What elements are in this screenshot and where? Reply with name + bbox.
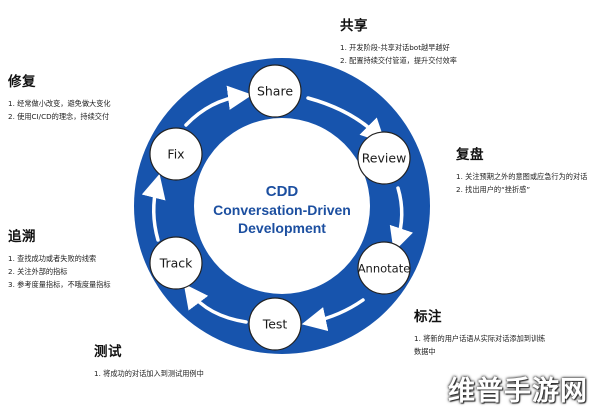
node-test-label: Test [262, 317, 288, 332]
section-share-item: 1. 开发阶段-共享对话bot越早越好 [340, 43, 450, 52]
cycle-arrows [141, 85, 414, 332]
section-test: 测试 1. 将成功的对话加入到测试用例中 [94, 340, 204, 380]
section-track-title: 追溯 [8, 229, 36, 245]
arrow-track-to-fix [141, 173, 166, 242]
arrow-annotate-to-test [301, 298, 365, 332]
node-share: Share [248, 64, 302, 118]
section-annotate: 标注 1. 将新的用户话语从实际对话添加到训练 数据中 [414, 305, 545, 358]
section-annotate-item: 数据中 [414, 347, 436, 356]
section-test-title: 测试 [94, 344, 122, 360]
section-fix-title: 修复 [8, 74, 36, 90]
section-track: 追溯 1. 查找成功或者失败的线索 2. 关注外部的指标 3. 参考度量指标，不… [8, 225, 111, 291]
section-review-item: 1. 关注预期之外的意图或应急行为的对话 [456, 172, 588, 181]
center-subtitle-line1: Conversation-Driven [213, 202, 351, 218]
section-fix-item: 2. 使用CI/CD的理念，持续交付 [8, 112, 110, 121]
arrow-review-to-annotate [389, 186, 414, 252]
node-review-label: Review [362, 151, 407, 166]
section-annotate-title: 标注 [414, 309, 442, 325]
section-track-item: 3. 参考度量指标，不哦度量指标 [8, 280, 111, 289]
watermark-logo: 维普手游网 [448, 376, 588, 407]
section-annotate-item: 1. 将新的用户话语从实际对话添加到训练 [414, 334, 546, 343]
center-title: CDD [266, 183, 299, 200]
section-fix-item: 1. 经常做小改变，避免做大变化 [8, 99, 111, 108]
section-fix: 修复 1. 经常做小改变，避免做大变化 2. 使用CI/CD的理念，持续交付 [8, 70, 111, 123]
node-review: Review [357, 131, 411, 185]
node-annotate: Annotate [357, 241, 411, 295]
section-test-item: 1. 将成功的对话加入到测试用例中 [94, 369, 204, 378]
node-fix: Fix [149, 127, 203, 181]
arrow-fix-to-share [184, 85, 253, 127]
section-share-item: 2. 配置持续交付管道，提升交付效率 [340, 56, 457, 65]
node-test: Test [248, 297, 302, 351]
arrow-test-to-track [183, 283, 248, 324]
section-review-title: 复盘 [456, 147, 484, 163]
node-fix-label: Fix [167, 147, 184, 162]
arrow-share-to-review [306, 96, 386, 144]
section-share: 共享 1. 开发阶段-共享对话bot越早越好 2. 配置持续交付管道，提升交付效… [340, 14, 457, 67]
section-review: 复盘 1. 关注预期之外的意图或应急行为的对话 2. 找出用户的“挫折感” [456, 143, 587, 196]
section-review-item: 2. 找出用户的“挫折感” [456, 185, 531, 194]
ring-inner-hole [194, 118, 370, 294]
center-subtitle-line2: Development [238, 220, 326, 236]
node-track: Track [149, 236, 203, 290]
node-track-label: Track [159, 256, 193, 271]
section-track-item: 2. 关注外部的指标 [8, 267, 68, 276]
section-share-title: 共享 [340, 18, 368, 34]
node-share-label: Share [257, 84, 293, 99]
node-annotate-label: Annotate [358, 262, 411, 276]
section-track-item: 1. 查找成功或者失败的线索 [8, 254, 97, 263]
